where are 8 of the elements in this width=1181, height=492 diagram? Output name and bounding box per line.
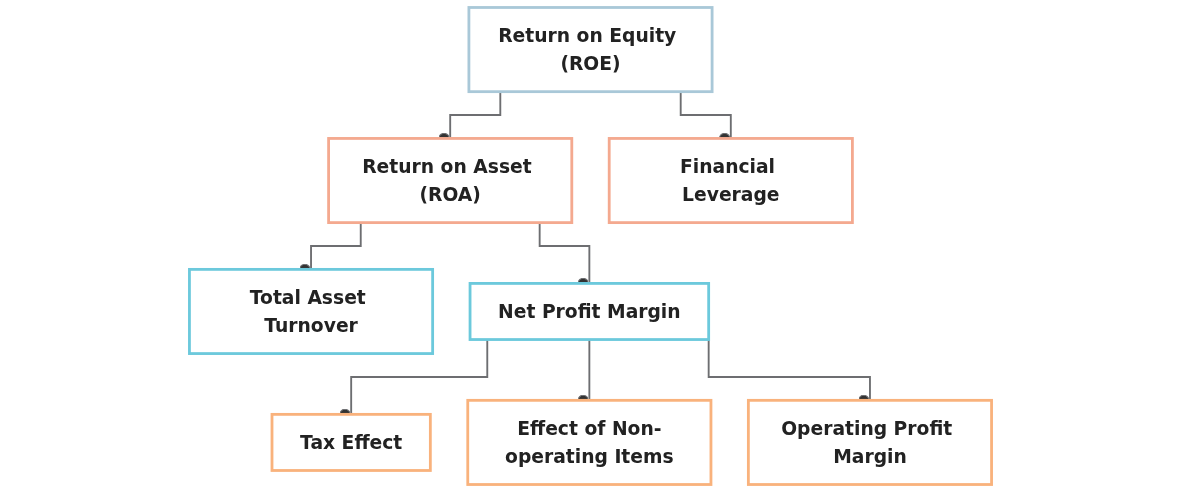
node-box: Tax Effect (270, 412, 432, 472)
node-box: Financial Leverage (607, 137, 854, 225)
node-box: Operating Profit Margin (746, 398, 993, 486)
node-box: Return on Asset (ROA) (327, 137, 574, 225)
node-box: Return on Equity (ROE) (467, 6, 714, 94)
node-box: Effect of Non-operating Items (466, 398, 713, 486)
node-box: Total Asset Turnover (188, 267, 435, 355)
node-box: Net Profit Margin (468, 282, 711, 341)
